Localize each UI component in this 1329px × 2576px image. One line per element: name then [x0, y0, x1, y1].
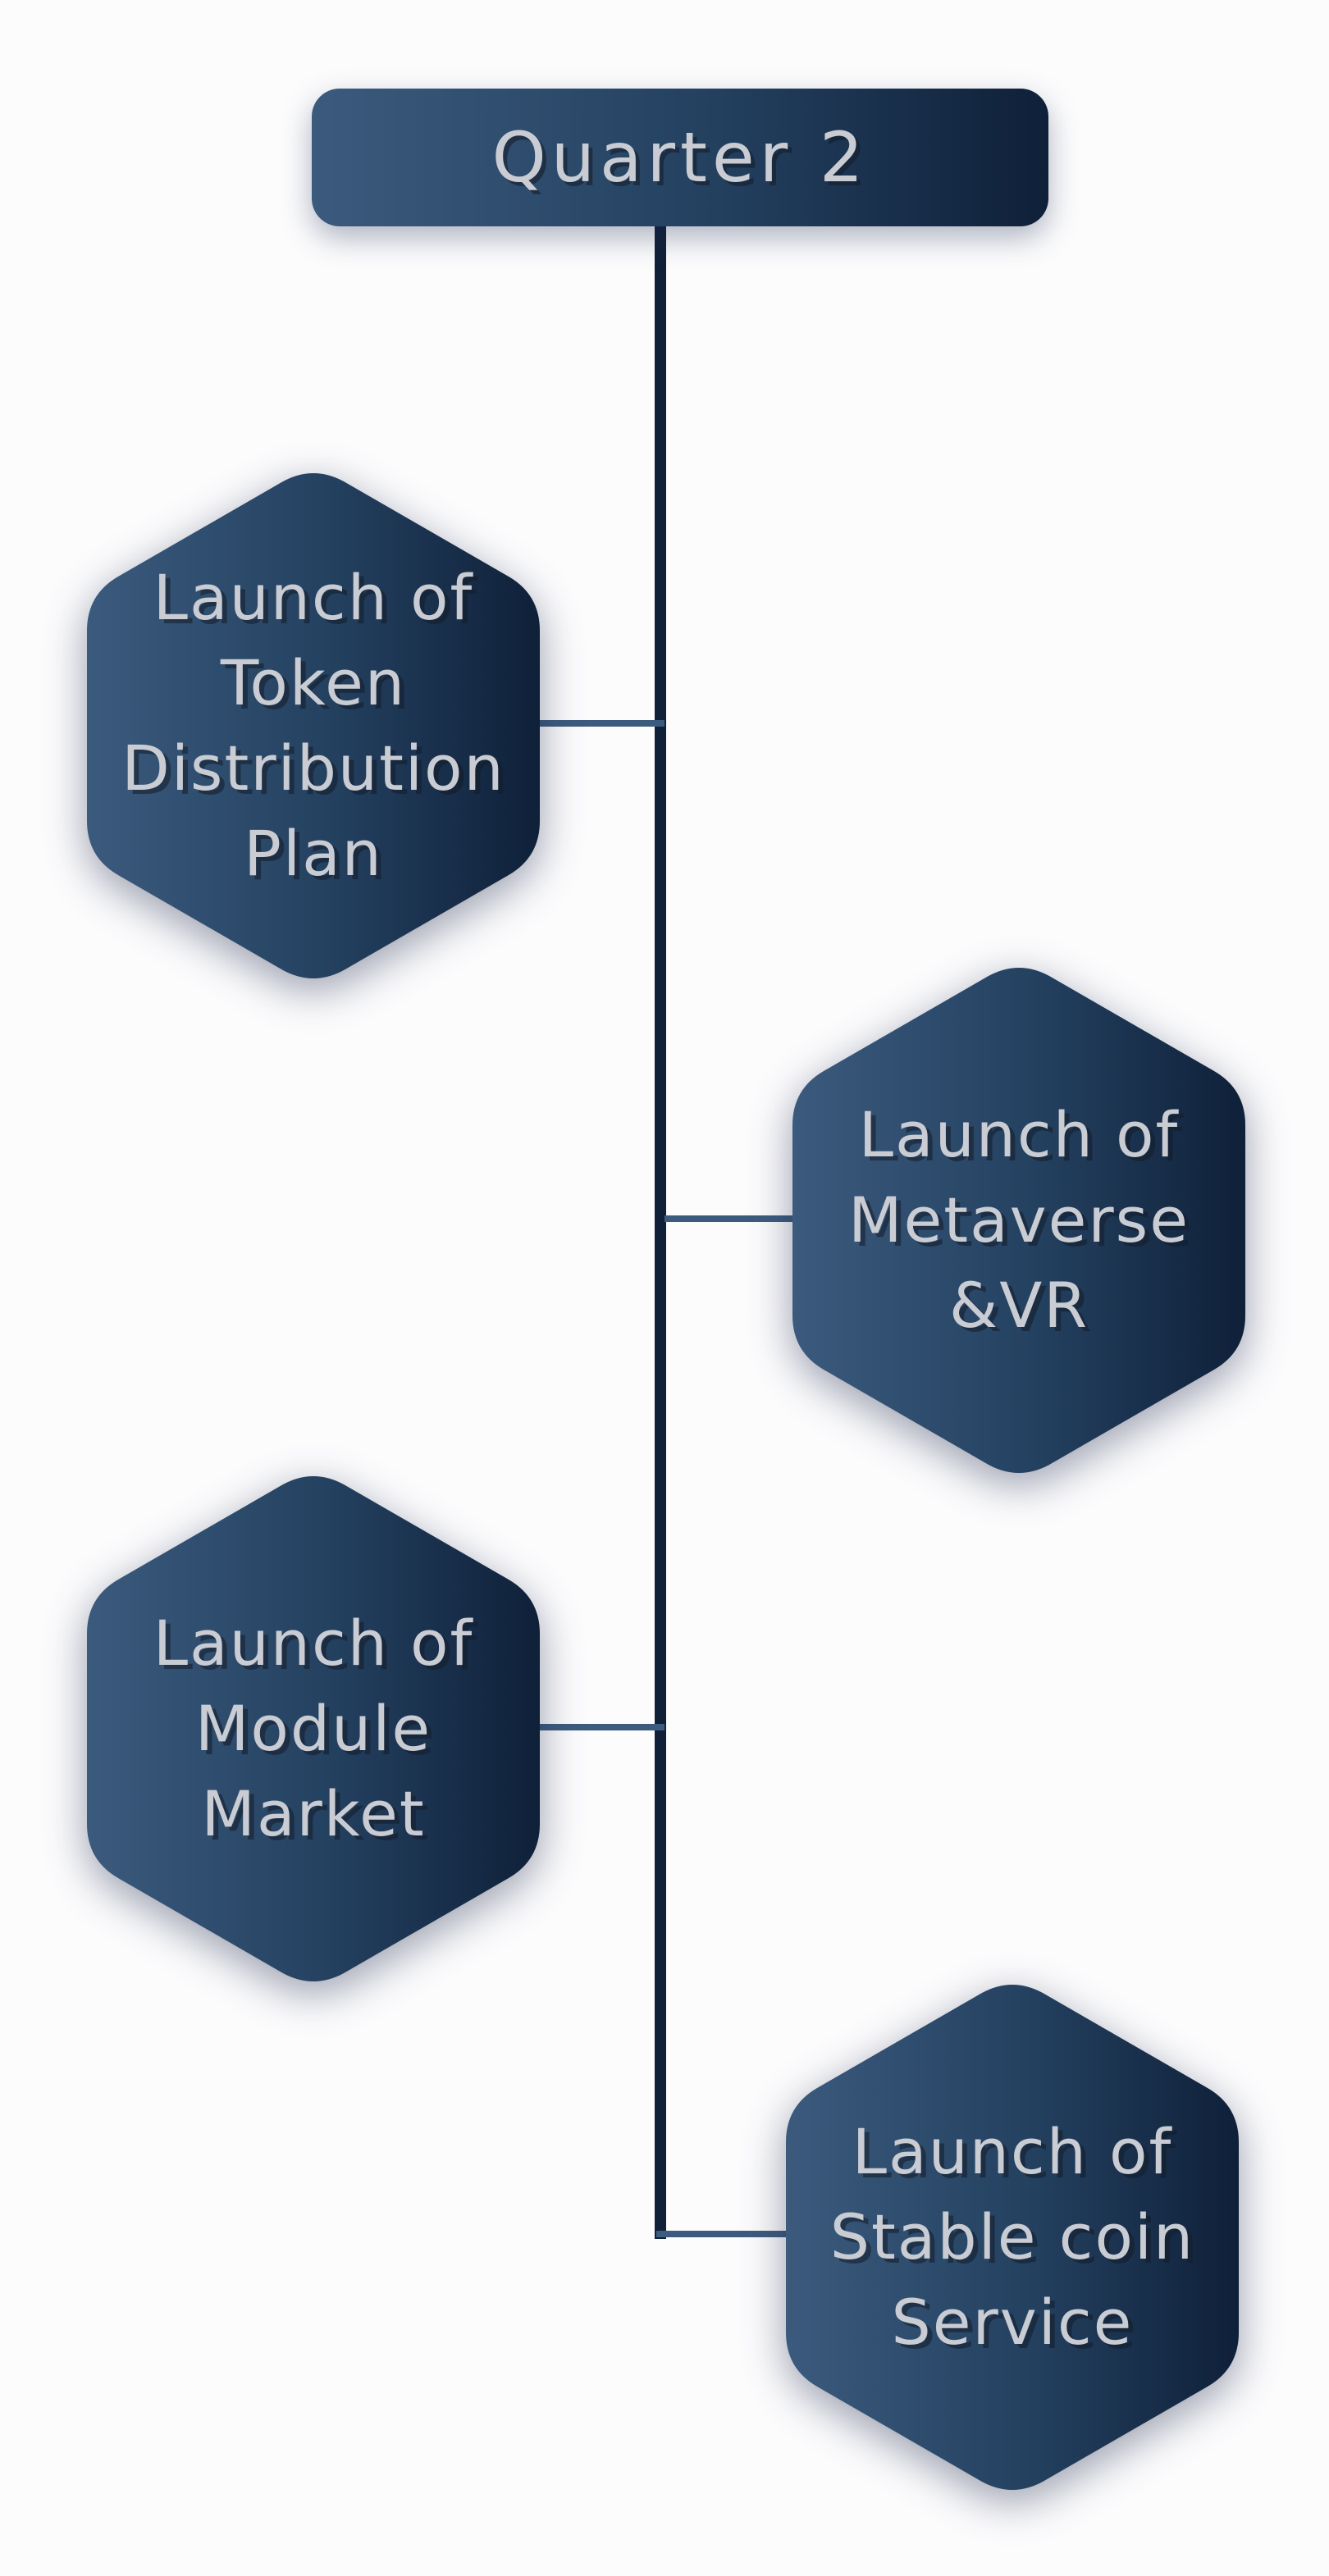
hexagon-shape-3: [87, 1476, 540, 1981]
quarter-title: Quarter 2: [491, 117, 869, 198]
milestone-hexagon-2: Launch of Metaverse &VR: [789, 966, 1249, 1475]
milestone-label-4: Launch of Stable coin Service: [829, 2115, 1195, 2359]
milestone-label-3: Launch of Module Market: [153, 1607, 474, 1850]
hexagon-shape-4: [786, 1985, 1239, 2490]
milestone-hexagon-3: Launch of Module Market: [84, 1475, 543, 1983]
milestone-hexagon-4: Launch of Stable coin Service: [783, 1983, 1242, 2492]
milestone-label-2: Launch of Metaverse &VR: [847, 1098, 1190, 1342]
quarter-header: Quarter 2: [312, 89, 1048, 226]
hexagon-shape-2: [792, 968, 1245, 1473]
milestone-label-1: Launch of Token Distribution Plan: [121, 561, 505, 890]
branch-connector-1: [533, 720, 664, 727]
hexagon-shape-1: [87, 473, 540, 978]
milestone-hexagon-1: Launch of Token Distribution Plan: [84, 472, 543, 980]
branch-connector-4: [656, 2231, 796, 2237]
branch-connector-2: [664, 1215, 804, 1222]
timeline-spine: [655, 221, 666, 2239]
branch-connector-3: [533, 1724, 664, 1730]
